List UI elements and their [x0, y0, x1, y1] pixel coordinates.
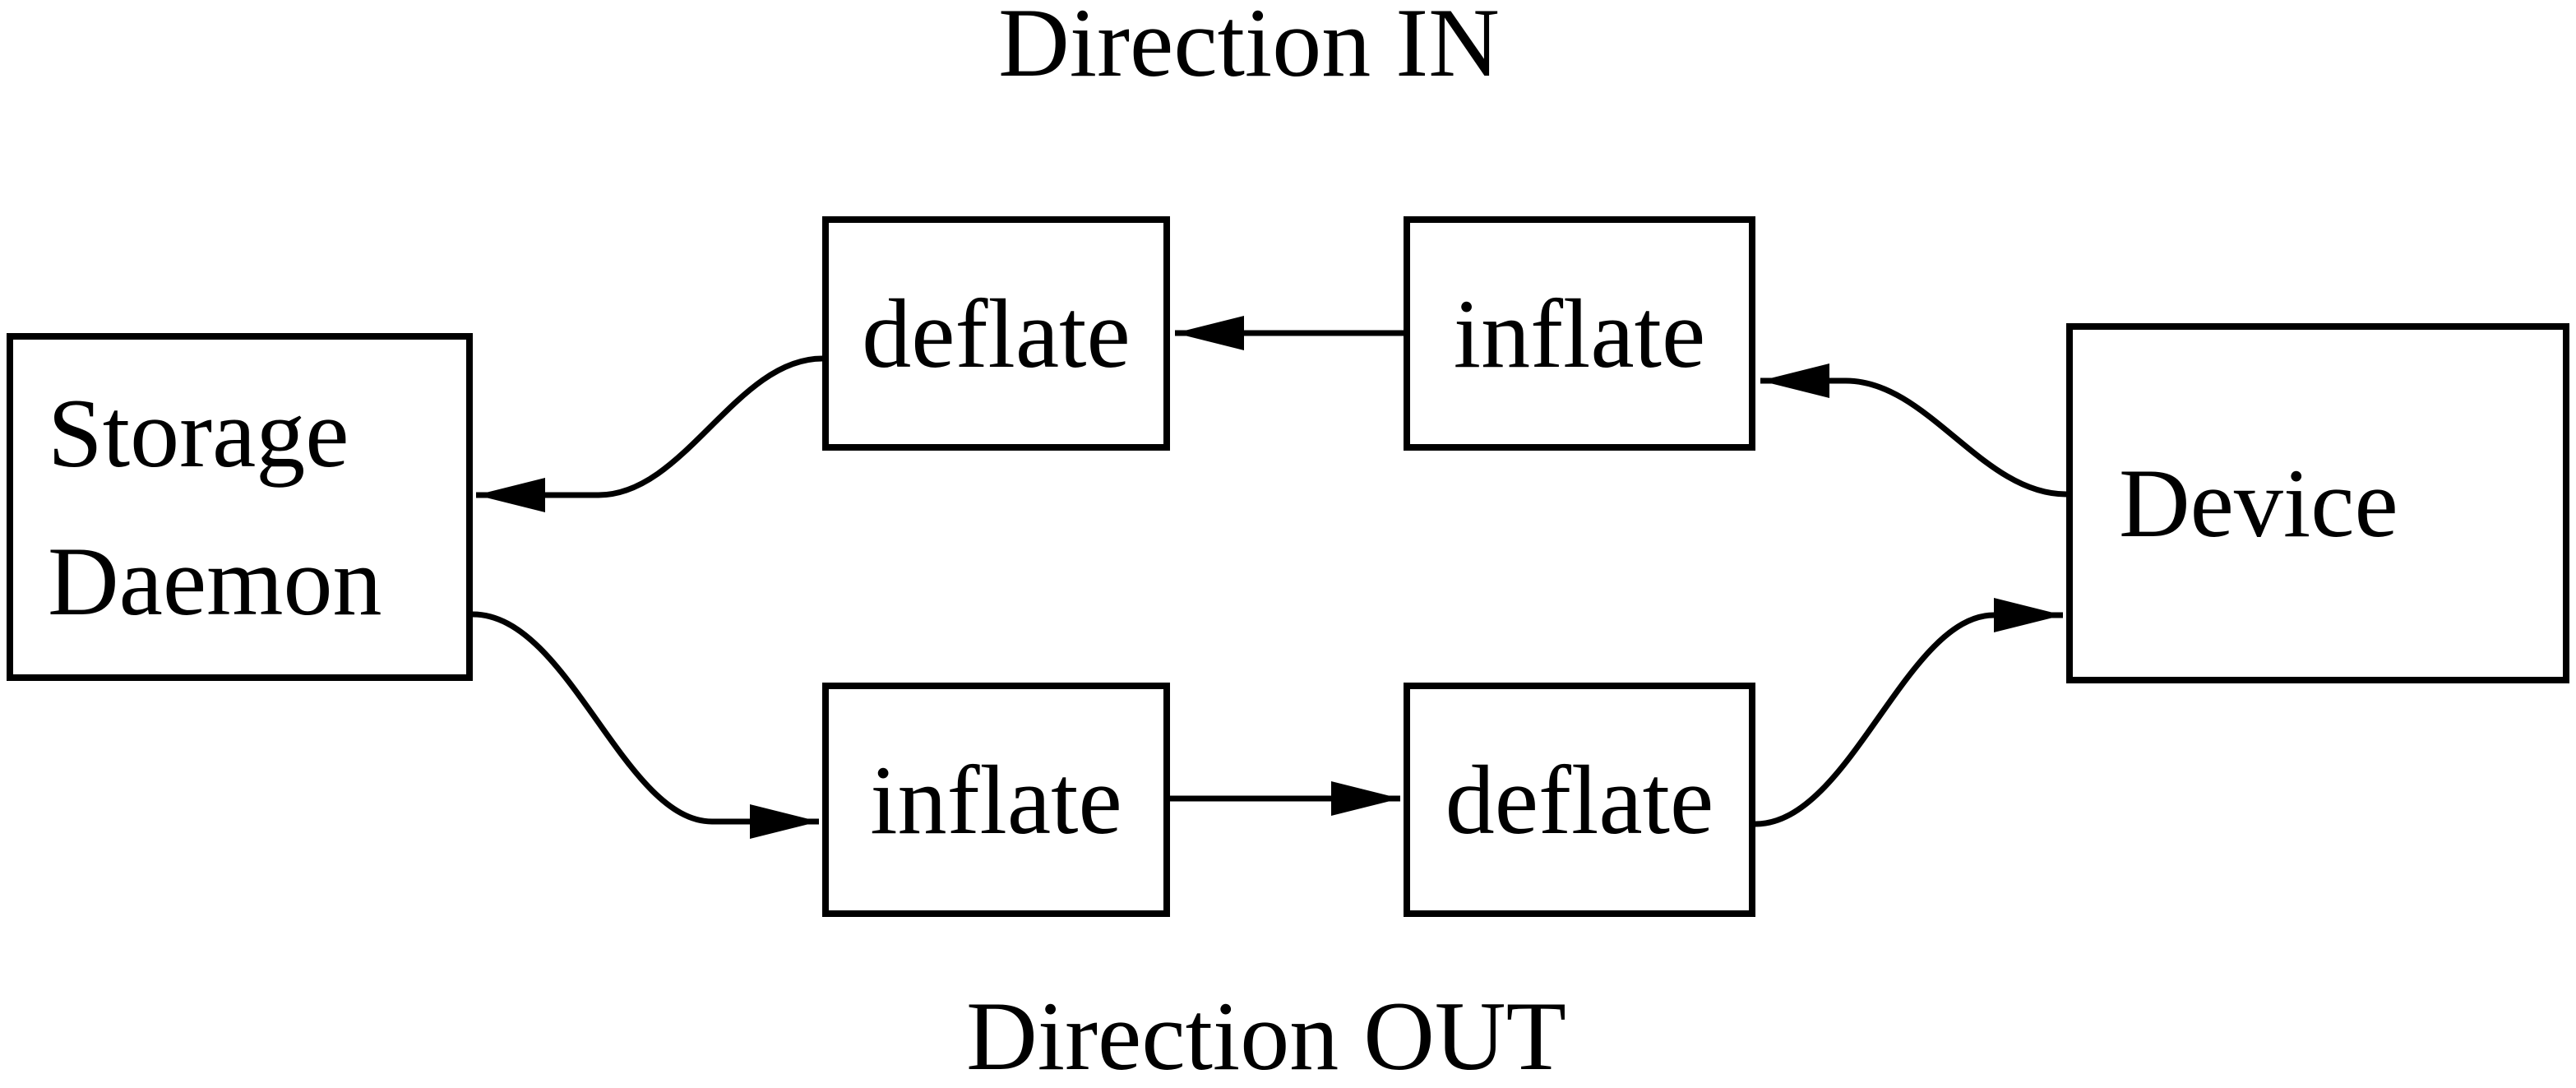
edge-deflate-in-to-storage-daemon	[476, 355, 823, 512]
node-storage-daemon: Storage Daemon	[7, 333, 473, 681]
edge-deflate-out-to-device	[1755, 598, 2063, 827]
deflate-out-label: deflate	[1445, 744, 1714, 854]
deflate-in-label: deflate	[862, 278, 1131, 388]
storage-daemon-label-line2: Daemon	[48, 525, 382, 636]
node-deflate-out: deflate	[1404, 683, 1755, 917]
title-direction-in: Direction IN	[998, 0, 1500, 97]
node-device: Device	[2066, 323, 2569, 683]
title-direction-out: Direction OUT	[966, 981, 1566, 1088]
edge-storage-daemon-to-inflate-out	[472, 611, 819, 839]
inflate-out-label: inflate	[870, 744, 1122, 854]
device-label: Device	[2119, 448, 2398, 558]
node-deflate-in: deflate	[822, 216, 1170, 451]
inflate-in-label: inflate	[1453, 278, 1706, 388]
edge-device-to-inflate-in	[1760, 363, 2067, 498]
storage-daemon-label-line1: Storage	[48, 377, 349, 488]
node-inflate-out: inflate	[822, 683, 1170, 917]
node-inflate-in: inflate	[1404, 216, 1755, 451]
